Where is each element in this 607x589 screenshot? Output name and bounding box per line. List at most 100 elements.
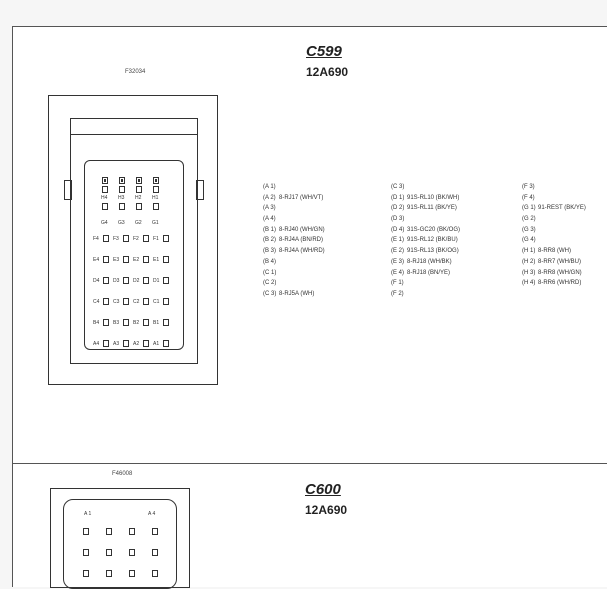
pin-id: (B 2) — [263, 237, 277, 244]
terminal-cavity — [106, 570, 112, 577]
pin-id: (C 3) — [391, 184, 405, 190]
pinout-row: (G 2) — [522, 214, 586, 225]
pin-id: (E 1) — [391, 237, 405, 244]
pin-label: H4 — [101, 195, 108, 201]
pin-id: (C 2) — [263, 280, 277, 287]
circuit-label: 8-RJ40 (WH/GN) — [279, 226, 325, 233]
pinout-row: (C 1) — [263, 268, 325, 279]
terminal-cavity — [129, 528, 135, 535]
circuit-label: 8-RJ4A (BN/RD) — [279, 237, 324, 244]
circuit-label: 31S-GC20 (BK/OG) — [407, 226, 461, 233]
terminal-cavity — [163, 298, 169, 305]
pin-id: (B 3) — [263, 248, 277, 255]
pinout-row: (C 3) — [391, 182, 460, 193]
terminal-pin — [153, 177, 159, 184]
pin-id: (G 4) — [522, 237, 536, 244]
connector-shell — [70, 134, 198, 364]
terminal-cavity — [152, 549, 158, 556]
pin-label: H3 — [118, 195, 125, 201]
circuit-label: 8-RJ5A (WH) — [279, 290, 315, 297]
pinout-row: (C 3)8-RJ5A (WH) — [263, 289, 325, 300]
pin-label: E3 — [113, 257, 120, 263]
pin-id: (A 3) — [263, 205, 276, 212]
pin-label: C2 — [133, 299, 140, 305]
c599-pinout-column-3: (F 3)(F 4)(G 1)91-REST (BK/YE)(G 2)(G 3)… — [522, 182, 586, 289]
c600-face — [63, 499, 177, 589]
pin-id: (C 3) — [263, 290, 277, 297]
pinout-row: (B 3)8-RJ4A (WH/RD) — [263, 246, 325, 257]
pin-label: A1 — [153, 341, 160, 347]
circuit-label: 91S-RL12 (BK/BU) — [407, 237, 458, 244]
pin-label: B1 — [153, 320, 160, 326]
pin-label: F2 — [133, 236, 139, 242]
terminal-pin — [102, 186, 108, 193]
pin-id: (F 4) — [522, 194, 535, 201]
terminal-pin — [136, 186, 142, 193]
terminal-pin — [153, 186, 159, 193]
pinout-row: (F 4) — [522, 193, 586, 204]
pin-id: (G 3) — [522, 226, 536, 233]
terminal-cavity — [129, 570, 135, 577]
pinout-row: (H 4)8-RR6 (WH/RD) — [522, 278, 586, 289]
c599-pinout-column-1: (A 1)(A 2)8-RJ17 (WH/VT)(A 3)(A 4)(B 1)8… — [263, 182, 325, 300]
terminal-pin — [136, 177, 142, 184]
terminal-cavity — [163, 235, 169, 242]
terminal-cavity — [123, 277, 129, 284]
pinout-row: (A 4) — [263, 214, 325, 225]
pinout-row: (B 2)8-RJ4A (BN/RD) — [263, 235, 325, 246]
pin-label: H1 — [152, 195, 159, 201]
pin-id: (H 1) — [522, 248, 536, 255]
pinout-row: (H 1)8-RR8 (WH) — [522, 246, 586, 257]
pin-id: (B 4) — [263, 258, 277, 265]
pin-id: (F 3) — [522, 184, 535, 190]
pin-label: A2 — [133, 341, 140, 347]
pin-label: G2 — [135, 220, 142, 226]
pin-id: (F 1) — [391, 280, 404, 287]
pinout-row: (E 4)8-RJ18 (BN/YE) — [391, 268, 460, 279]
circuit-label: 8-RR6 (WH/RD) — [538, 280, 582, 287]
pinout-row: (H 3)8-RR8 (WH/GN) — [522, 268, 586, 279]
terminal-cavity — [143, 277, 149, 284]
terminal-cavity — [129, 549, 135, 556]
pin-id: (A 4) — [263, 216, 276, 223]
terminal-cavity — [143, 340, 149, 347]
terminal-cavity — [123, 298, 129, 305]
pinout-row: (D 4)31S-GC20 (BK/OG) — [391, 225, 460, 236]
connector-face — [84, 160, 184, 350]
terminal-cavity — [103, 277, 109, 284]
pin-id: (F 2) — [391, 290, 404, 297]
pinout-row: (F 1) — [391, 278, 460, 289]
circuit-label: 91S-RL13 (BK/OG) — [407, 248, 459, 255]
pinout-row: (D 2)91S-RL11 (BK/YE) — [391, 203, 460, 214]
terminal-cavity — [103, 235, 109, 242]
pinout-row: (E 3)8-RJ18 (WH/BK) — [391, 257, 460, 268]
pinout-row: (E 1)91S-RL12 (BK/BU) — [391, 235, 460, 246]
terminal-cavity — [83, 549, 89, 556]
circuit-label: 91S-RL10 (BK/WH) — [407, 194, 460, 201]
pin-id: (E 2) — [391, 248, 405, 255]
terminal-cavity — [143, 235, 149, 242]
c599-pinout-column-2: (C 3)(D 1)91S-RL10 (BK/WH)(D 2)91S-RL11 … — [391, 182, 460, 300]
terminal-cavity — [103, 256, 109, 263]
pinout-row: (A 2)8-RJ17 (WH/VT) — [263, 193, 325, 204]
circuit-label: 91S-RL11 (BK/YE) — [407, 205, 457, 212]
terminal-pin — [102, 203, 108, 210]
terminal-pin — [119, 177, 125, 184]
terminal-cavity — [106, 549, 112, 556]
terminal-cavity — [143, 298, 149, 305]
c600-subtitle: 12A690 — [305, 503, 348, 517]
pin-label: F4 — [93, 236, 99, 242]
pin-label: C3 — [113, 299, 120, 305]
pin-label: D1 — [153, 278, 160, 284]
terminal-pin — [153, 203, 159, 210]
c599-title: C599 — [306, 43, 342, 60]
pin-label: H2 — [135, 195, 142, 201]
pinout-row: (H 2)8-RR7 (WH/BU) — [522, 257, 586, 268]
pin-label: C4 — [93, 299, 100, 305]
pin-id: (D 2) — [391, 205, 405, 212]
pinout-row: (D 3) — [391, 214, 460, 225]
pin-id: (C 1) — [263, 269, 277, 276]
terminal-pin — [119, 203, 125, 210]
circuit-label: 8-RJ18 (BN/YE) — [407, 269, 451, 276]
connector-latch — [70, 118, 198, 134]
